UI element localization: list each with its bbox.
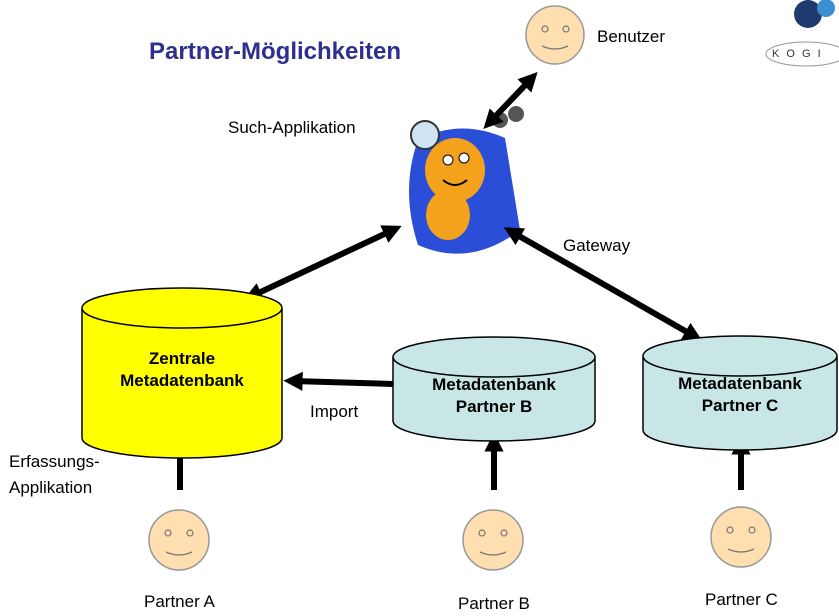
partner-b-db-label: Metadatenbank Partner B (393, 374, 595, 418)
partner-a-face-icon (148, 509, 210, 571)
database-zentrale (81, 287, 283, 459)
import-label: Import (310, 402, 359, 421)
page-title: Partner-Möglichkeiten (149, 38, 402, 65)
partner-b-label: Partner B (458, 594, 530, 613)
zentrale-db-label: Zentrale Metadatenbank (82, 348, 282, 392)
such-applikation-label: Such-Applikation (228, 118, 356, 137)
zentrale-db-line2: Metadatenbank (120, 371, 244, 390)
partner-c-db-label: Metadatenbank Partner C (643, 373, 837, 417)
partner-b-db-line2: Partner B (455, 397, 533, 416)
arrows (170, 72, 751, 490)
erfassungs-label-line1: Erfassungs- (9, 452, 100, 471)
gateway-label: Gateway (563, 236, 631, 255)
arrow-user-search (483, 72, 538, 129)
partner-b-db-line1: Metadatenbank (432, 375, 556, 394)
benutzer-label: Benutzer (597, 27, 666, 46)
arrow-search-zentrale (243, 225, 402, 301)
partner-c-label: Partner C (705, 590, 778, 609)
partner-c-db-line2: Partner C (701, 396, 779, 415)
database-partner-c (642, 335, 838, 451)
kogis-logo (765, 0, 839, 68)
logo-text: K O G I (772, 48, 823, 60)
partner-b-face-icon (462, 509, 524, 571)
user-face-icon (525, 5, 585, 65)
zentrale-db-line1: Zentrale (148, 349, 216, 368)
partner-a-label: Partner A (144, 592, 215, 611)
arrow-gateway (503, 227, 703, 341)
partner-c-db-line1: Metadatenbank (678, 374, 802, 393)
erfassungs-label-line2: Applikation (9, 478, 93, 497)
arrow-import (283, 371, 394, 391)
database-partner-b (392, 336, 596, 442)
search-mascot-icon (409, 106, 524, 254)
partner-c-face-icon (710, 506, 772, 568)
